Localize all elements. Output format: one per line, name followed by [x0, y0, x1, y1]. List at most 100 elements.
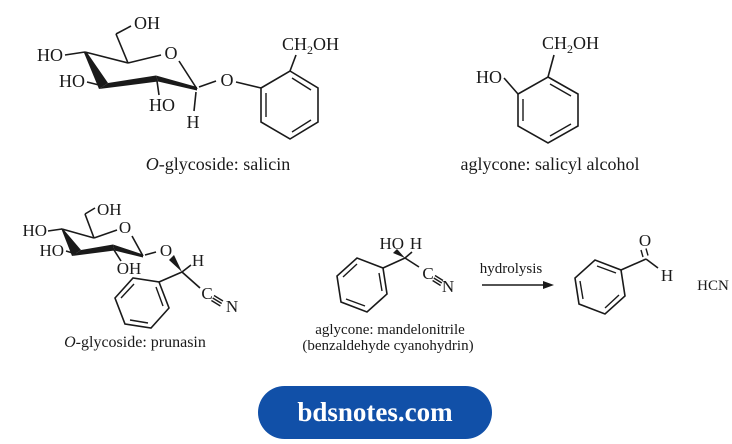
prunasin-wedge-c3-c2: [72, 244, 115, 256]
mandelonitrile-ho-label: HO: [379, 234, 404, 253]
hcn-formula: HCN: [697, 278, 729, 294]
benzaldehyde-o-label: O: [639, 231, 651, 250]
benzaldehyde-h-label: H: [661, 266, 673, 285]
benzaldehyde-phenyl-double-3: [579, 280, 584, 300]
mandelonitrile-caption-line2: (benzaldehyde cyanohydrin): [302, 338, 473, 354]
salicin-benzene-ring: [260, 70, 319, 140]
salicyl-ch2oh-label: CH2OH: [542, 33, 599, 56]
benzaldehyde-phenyl-double-1: [596, 265, 617, 274]
salicyl-bond-ho-ring: [503, 77, 519, 95]
prunasin-triple-bond-3: [211, 299, 221, 307]
prunasin-phenyl-double-2: [129, 319, 149, 324]
benzaldehyde-co-double-1: [640, 249, 644, 258]
badge-text[interactable]: bdsnotes.com: [297, 397, 453, 427]
prunasin-bond-c6-oh: [84, 207, 96, 215]
salicin-ring-bond-c4-c5: [84, 51, 129, 64]
mandelonitrile-bond-ch-h: [404, 251, 413, 259]
salicin-bond-ho-c3: [86, 81, 104, 87]
salicin-benzene-double-1: [291, 77, 312, 91]
salicin-bond-c1-h: [193, 91, 197, 112]
prunasin-ring-bond-c5-o: [93, 229, 118, 239]
bdsnotes-badge[interactable]: bdsnotes.com: [258, 386, 492, 439]
prunasin-ring-bond-o-c1: [131, 235, 144, 257]
salicin-bond-c5-c6: [115, 33, 129, 64]
prunasin-caption: O-glycoside: prunasin: [64, 334, 206, 351]
prunasin-wedge-c4-c3: [61, 228, 81, 256]
mandelonitrile-phenyl-double-2: [345, 298, 366, 307]
salicin-bond-c1-oglyc: [198, 80, 217, 88]
benzaldehyde-bond-c-h: [645, 258, 659, 269]
mandelonitrile-structure: HO H C N aglycone: mandelonitrile (benza…: [302, 234, 473, 354]
prunasin-wedge-o-ch: [169, 255, 182, 272]
salicyl-ho-label: HO: [476, 67, 502, 87]
salicin-ch2oh-label: CH2OH: [282, 34, 339, 57]
benzaldehyde-phenyl-ring: [574, 259, 626, 315]
benzaldehyde-structure: O H: [574, 231, 673, 315]
salicin-bond-ho-c2: [156, 80, 160, 96]
prunasin-bond-c5-c6: [84, 213, 95, 239]
benzaldehyde-phenyl-double-2: [604, 294, 620, 309]
salicyl-benzene-double-1: [549, 83, 572, 97]
mandelonitrile-triple-bond-3: [432, 279, 441, 287]
mandelonitrile-bond-ch-c: [404, 257, 420, 268]
prunasin-bond-ch-phenyl: [158, 271, 183, 283]
prunasin-bond-ho-c3: [65, 250, 77, 255]
prunasin-ring-bond-c4-c5: [61, 228, 95, 239]
mandelonitrile-h-label: H: [410, 234, 422, 253]
salicin-structure: OH HO HO O HO H O CH2OH O-glycoside: sal…: [37, 13, 339, 174]
salicin-bond-oglyc-ring: [235, 81, 262, 89]
prunasin-h-label: H: [192, 251, 204, 270]
prunasin-ho-c3-label: HO: [39, 241, 64, 260]
prunasin-ho-c4-label: HO: [22, 221, 47, 240]
prunasin-structure: OH HO HO O OH O H C N O-glycoside: pruna…: [22, 200, 238, 351]
prunasin-ring-o-label: O: [119, 218, 131, 237]
mandelonitrile-caption-line1: aglycone: mandelonitrile: [315, 322, 465, 338]
salicin-ring-bond-o-c1: [178, 60, 198, 90]
prunasin-bond-ch-c: [181, 271, 201, 289]
prunasin-bond-c1-oglyc: [144, 251, 157, 256]
salicin-wedge-c3-c2: [99, 75, 158, 89]
hydrolysis-label: hydrolysis: [480, 261, 543, 277]
mandelonitrile-triple-bond-1: [434, 274, 444, 282]
salicin-ring-o-label: O: [165, 43, 178, 63]
salicin-ho-c3-label: HO: [59, 71, 85, 91]
mandelonitrile-triple-bond-2: [433, 277, 443, 284]
salicin-wedge-c4-c3: [83, 51, 108, 89]
salicyl-benzene-double-2: [549, 123, 572, 137]
mandelonitrile-bond-ch-phenyl: [382, 257, 406, 269]
prunasin-phenyl-double-1: [155, 286, 164, 307]
prunasin-wedge-c2-c1: [113, 244, 143, 258]
mandelonitrile-phenyl-double-1: [378, 272, 383, 292]
benzaldehyde-co-double-2: [645, 248, 649, 256]
hydrolysis-reaction-arrow: hydrolysis: [480, 261, 554, 289]
salicin-bond-c6-oh: [115, 25, 132, 35]
badge-background[interactable]: [258, 386, 492, 439]
prunasin-oh-c2-label: OH: [117, 259, 142, 278]
mandelonitrile-wedge-ho-ch: [393, 249, 405, 258]
prunasin-glycosidic-o-label: O: [160, 241, 172, 260]
prunasin-bond-ho-c4: [47, 228, 63, 232]
salicin-bond-ho-c4: [64, 51, 86, 56]
salicin-anomeric-h-label: H: [187, 112, 200, 132]
mandelonitrile-nitrile-c-label: C: [422, 264, 433, 283]
prunasin-oh-top-label: OH: [97, 200, 122, 219]
prunasin-nitrile-n-label: N: [226, 297, 238, 316]
arrow-head-icon: [543, 281, 554, 289]
salicin-benzene-double-2: [291, 119, 312, 133]
benzaldehyde-bond-ring-cho: [620, 258, 647, 271]
salicyl-benzene-ring: [517, 76, 579, 144]
salicin-bond-ring-ch2oh: [289, 54, 297, 72]
salicin-oh-top-label: OH: [134, 13, 160, 33]
salicin-ho-c4-label: HO: [37, 45, 63, 65]
prunasin-phenyl-double-3: [120, 283, 135, 299]
mandelonitrile-phenyl-double-3: [342, 263, 358, 278]
prunasin-bond-oh-c2: [113, 249, 122, 262]
salicyl-alcohol-structure: HO CH2OH aglycone: salicyl alcohol: [461, 33, 640, 174]
prunasin-nitrile-c-label: C: [201, 284, 212, 303]
salicin-ho-c2-label: HO: [149, 95, 175, 115]
salicin-glycosidic-o-label: O: [221, 70, 234, 90]
prunasin-triple-bond-2: [212, 297, 223, 305]
prunasin-bond-ch-h: [181, 264, 192, 273]
salicin-wedge-c2-c1: [156, 75, 197, 91]
